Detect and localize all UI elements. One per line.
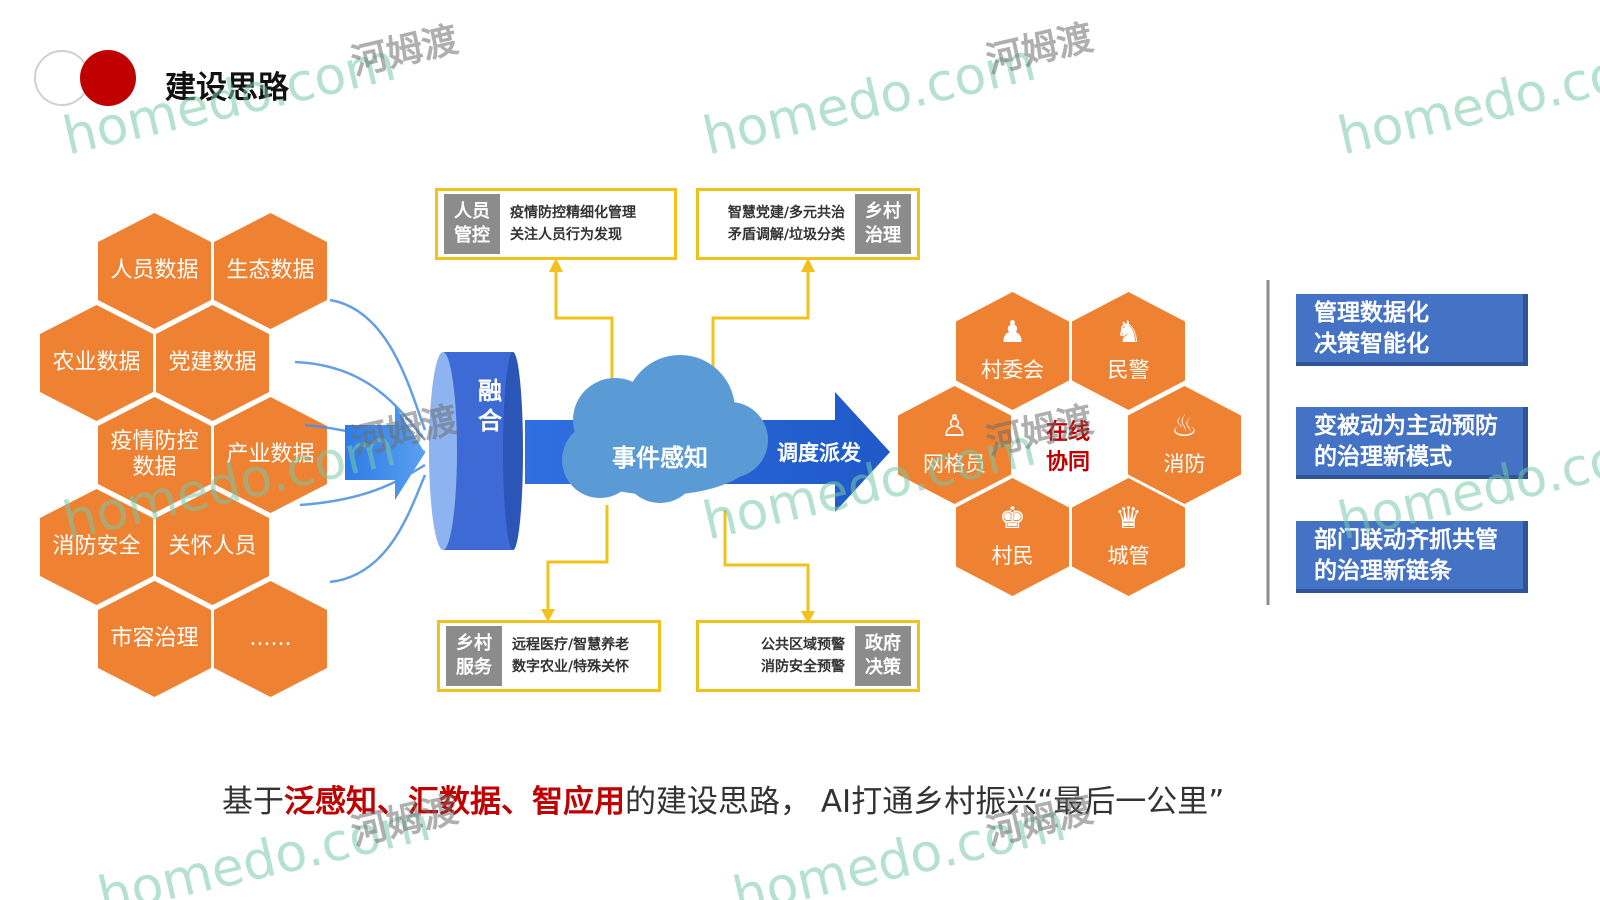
box-line: 数字农业/特殊关怀 xyxy=(512,659,630,675)
box-tag: 乡村治理 xyxy=(855,194,911,254)
goal-proactive-prevention: 变被动为主动预防的治理新模式 xyxy=(1296,407,1528,479)
hex-urban-management: ♛ 城管 xyxy=(1072,478,1185,596)
role-label: 城管 xyxy=(1107,544,1150,568)
official-icon: ♟ xyxy=(999,315,1026,350)
summary-part: 基于 xyxy=(222,784,284,820)
summary-text: 基于泛感知、汇数据、智应用的建设思路， AI打通乡村振兴“最后一公里” xyxy=(222,776,1224,821)
role-label: 村委会 xyxy=(981,358,1044,382)
worker-icon: ♙ xyxy=(941,409,968,444)
box-line: 关注人员行为发现 xyxy=(510,227,622,243)
cap-icon: ♛ xyxy=(1115,501,1142,536)
box-government-decision: 公共区域预警 消防安全预警 政府决策 xyxy=(696,620,920,692)
box-line: 智慧党建/多元共治 xyxy=(727,205,845,221)
summary-part: 的建设思路， AI打通乡村振兴“最后一公里” xyxy=(625,784,1225,820)
box-rural-governance: 智慧党建/多元共治 矛盾调解/垃圾分类 乡村治理 xyxy=(696,188,920,260)
box-line: 消防安全预警 xyxy=(761,659,845,675)
box-personnel-control: 人员管控 疫情防控精细化管理 关注人员行为发现 xyxy=(435,188,677,260)
goal-data-driven: 管理数据化决策智能化 xyxy=(1296,294,1528,366)
goal-text: 变被动为主动预防的治理新模式 xyxy=(1314,413,1498,470)
hex-fire-brigade: ♨ 消防 xyxy=(1128,386,1241,504)
hex-police: ♞ 民警 xyxy=(1072,292,1185,410)
box-text: 远程医疗/智慧养老 数字农业/特殊关怀 xyxy=(502,634,639,678)
page-title: 建设思路 xyxy=(165,70,289,106)
goal-text: 部门联动齐抓共管的治理新链条 xyxy=(1314,527,1498,584)
dispatch-label: 调度派发 xyxy=(777,441,861,465)
role-label: 网格员 xyxy=(923,452,986,476)
box-tag: 人员管控 xyxy=(444,194,500,254)
goal-department-linkage: 部门联动齐抓共管的治理新链条 xyxy=(1296,521,1528,593)
logo-circle-red xyxy=(80,50,136,106)
box-rural-service: 乡村服务 远程医疗/智慧养老 数字农业/特殊关怀 xyxy=(437,620,661,692)
box-tag: 乡村服务 xyxy=(446,626,502,686)
box-tag: 政府决策 xyxy=(855,626,911,686)
collab-center-label: 在线协同 xyxy=(1045,420,1090,475)
goal-text: 管理数据化决策智能化 xyxy=(1314,300,1429,357)
fire-alarm-icon: ♨ xyxy=(1171,409,1198,444)
summary-highlight: 泛感知、汇数据、智应用 xyxy=(284,784,625,820)
box-line: 公共区域预警 xyxy=(761,637,845,653)
box-text: 公共区域预警 消防安全预警 xyxy=(751,634,855,678)
cloud-label: 事件感知 xyxy=(612,444,708,472)
hex-industry-data: 产业数据 xyxy=(214,397,327,513)
fusion-label: 融合 xyxy=(478,377,502,435)
people-icon: ♚ xyxy=(999,501,1026,536)
hex-party-data: 党建数据 xyxy=(156,305,269,421)
hex-agriculture-data: 农业数据 xyxy=(40,305,153,421)
box-line: 矛盾调解/垃圾分类 xyxy=(727,227,845,243)
role-label: 民警 xyxy=(1107,358,1150,382)
box-line: 疫情防控精细化管理 xyxy=(510,205,636,221)
box-text: 疫情防控精细化管理 关注人员行为发现 xyxy=(500,202,646,246)
police-icon: ♞ xyxy=(1115,315,1142,350)
box-text: 智慧党建/多元共治 矛盾调解/垃圾分类 xyxy=(718,202,855,246)
role-label: 村民 xyxy=(991,544,1034,568)
hex-epidemic-data: 疫情防控数据 xyxy=(98,397,211,513)
box-line: 远程医疗/智慧养老 xyxy=(512,637,630,653)
role-label: 消防 xyxy=(1163,452,1206,476)
